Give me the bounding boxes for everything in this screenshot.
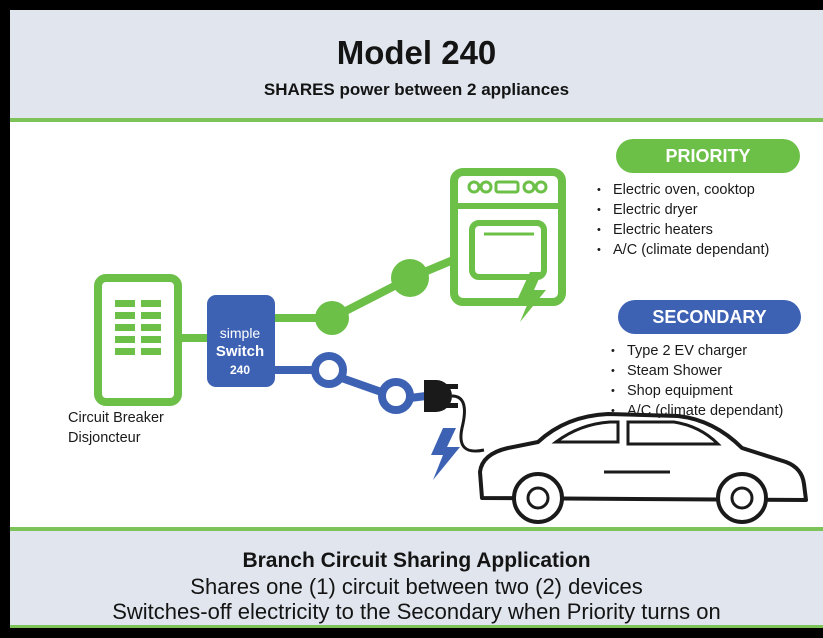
- page-subtitle: SHARES power between 2 appliances: [263, 80, 570, 99]
- car-icon: [478, 412, 808, 524]
- switch-label-model: 240: [229, 363, 251, 377]
- list-item: Electric dryer: [597, 200, 769, 220]
- priority-wire: [275, 251, 467, 335]
- secondary-badge: SECONDARY: [618, 300, 801, 334]
- switch-label-simple: simple: [219, 325, 261, 341]
- oven-icon: [450, 168, 566, 306]
- priority-lightning-icon: [518, 272, 546, 322]
- footer-note: Switches-off electricity to the Secondar…: [112, 599, 721, 624]
- secondary-lightning-icon: [431, 428, 460, 480]
- switch-label-switch: Switch: [215, 343, 265, 360]
- circuit-breaker-label: Circuit Breaker Disjoncteur: [68, 408, 164, 448]
- secondary-list: Type 2 EV charger Steam Shower Shop equi…: [611, 341, 783, 421]
- header: Model 240 SHARES power between 2 applian…: [10, 10, 823, 122]
- priority-badge: PRIORITY: [616, 139, 800, 173]
- list-item: Steam Shower: [611, 361, 783, 381]
- circuit-breaker-label-en: Circuit Breaker: [68, 410, 164, 426]
- ev-plug-icon: [424, 380, 485, 453]
- infographic-frame: Model 240 SHARES power between 2 applian…: [10, 10, 823, 628]
- bottom-divider: [10, 625, 823, 628]
- page-title: Model 240: [336, 34, 497, 71]
- circuit-breaker-icon: [94, 274, 182, 406]
- list-item: Electric heaters: [597, 220, 769, 240]
- wiring-diagram: [94, 168, 808, 524]
- list-item: A/C (climate dependant): [611, 401, 783, 421]
- circuit-breaker-label-fr: Disjoncteur: [68, 430, 141, 446]
- list-item: Shop equipment: [611, 381, 783, 401]
- footer: Branch Circuit Sharing Application Share…: [10, 527, 823, 628]
- footer-description: Shares one (1) circuit between two (2) d…: [190, 574, 643, 599]
- priority-list: Electric oven, cooktop Electric dryer El…: [597, 180, 769, 260]
- list-item: A/C (climate dependant): [597, 240, 769, 260]
- list-item: Type 2 EV charger: [611, 341, 783, 361]
- secondary-wire: [275, 352, 435, 414]
- list-item: Electric oven, cooktop: [597, 180, 769, 200]
- footer-title: Branch Circuit Sharing Application: [242, 549, 591, 572]
- switch-box: [207, 295, 275, 387]
